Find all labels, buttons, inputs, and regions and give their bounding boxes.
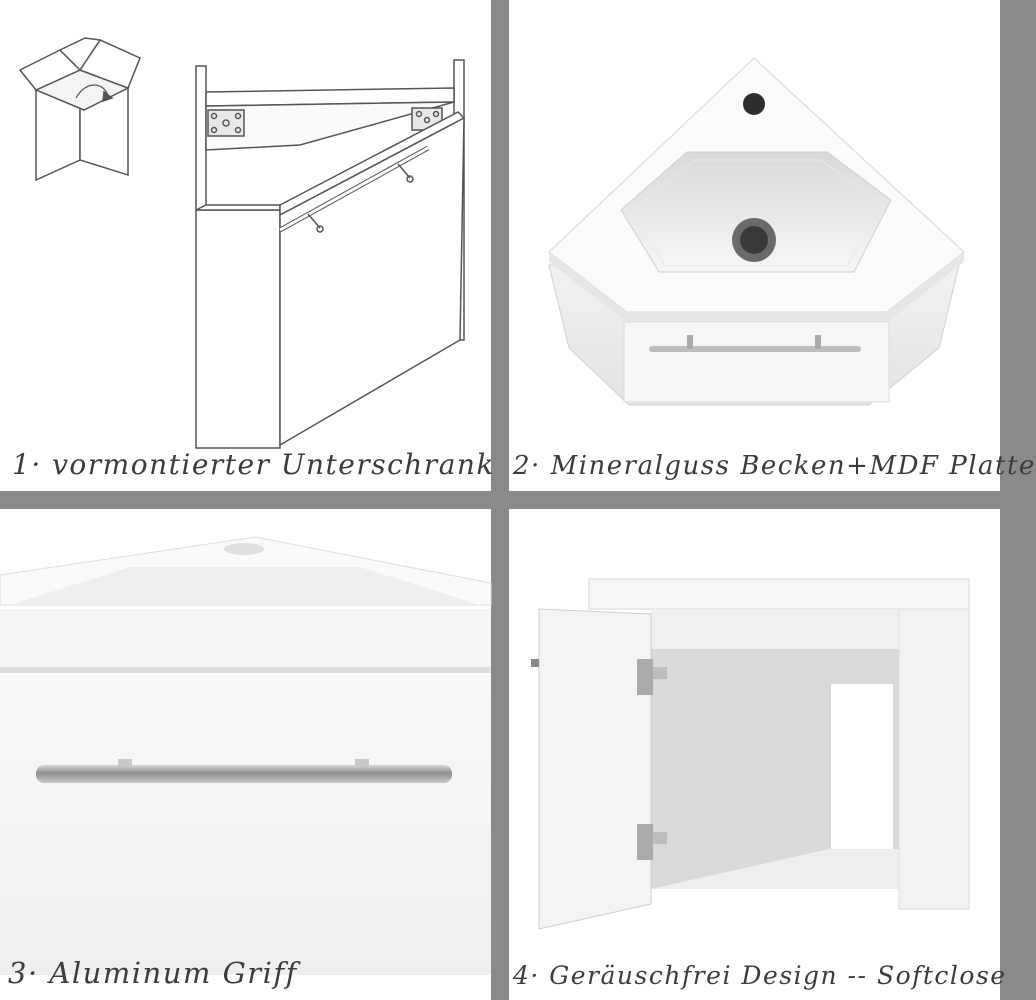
hinge-top xyxy=(637,659,667,695)
cabinet-line-drawing xyxy=(18,37,466,449)
cabinet-drawing xyxy=(195,59,466,449)
handle-closeup xyxy=(0,536,492,975)
caption-softclose: 4· Geräuschfrei Design -- Softclose xyxy=(513,961,1007,990)
caption-mineral-cast-basin: 2· Mineralguss Becken+MDF Platte xyxy=(513,451,1036,481)
open-cabinet-illustration xyxy=(531,578,970,930)
panel-softclose: 4· Geräuschfrei Design -- Softclose xyxy=(509,509,1007,1000)
panel-mineral-cast-basin: 2· Mineralguss Becken+MDF Platte xyxy=(509,0,1036,491)
panel-preassembled-cabinet: 1· vormontierter Unterschrank xyxy=(0,0,495,491)
box-icon xyxy=(18,37,141,182)
caption-aluminum-handle: 3· Aluminum Griff xyxy=(8,956,298,990)
caption-preassembled-cabinet: 1· vormontierter Unterschrank xyxy=(12,448,495,481)
basin-illustration xyxy=(548,57,965,406)
panel-aluminum-handle: 3· Aluminum Griff xyxy=(0,509,492,1000)
hinge-bottom xyxy=(637,824,667,860)
